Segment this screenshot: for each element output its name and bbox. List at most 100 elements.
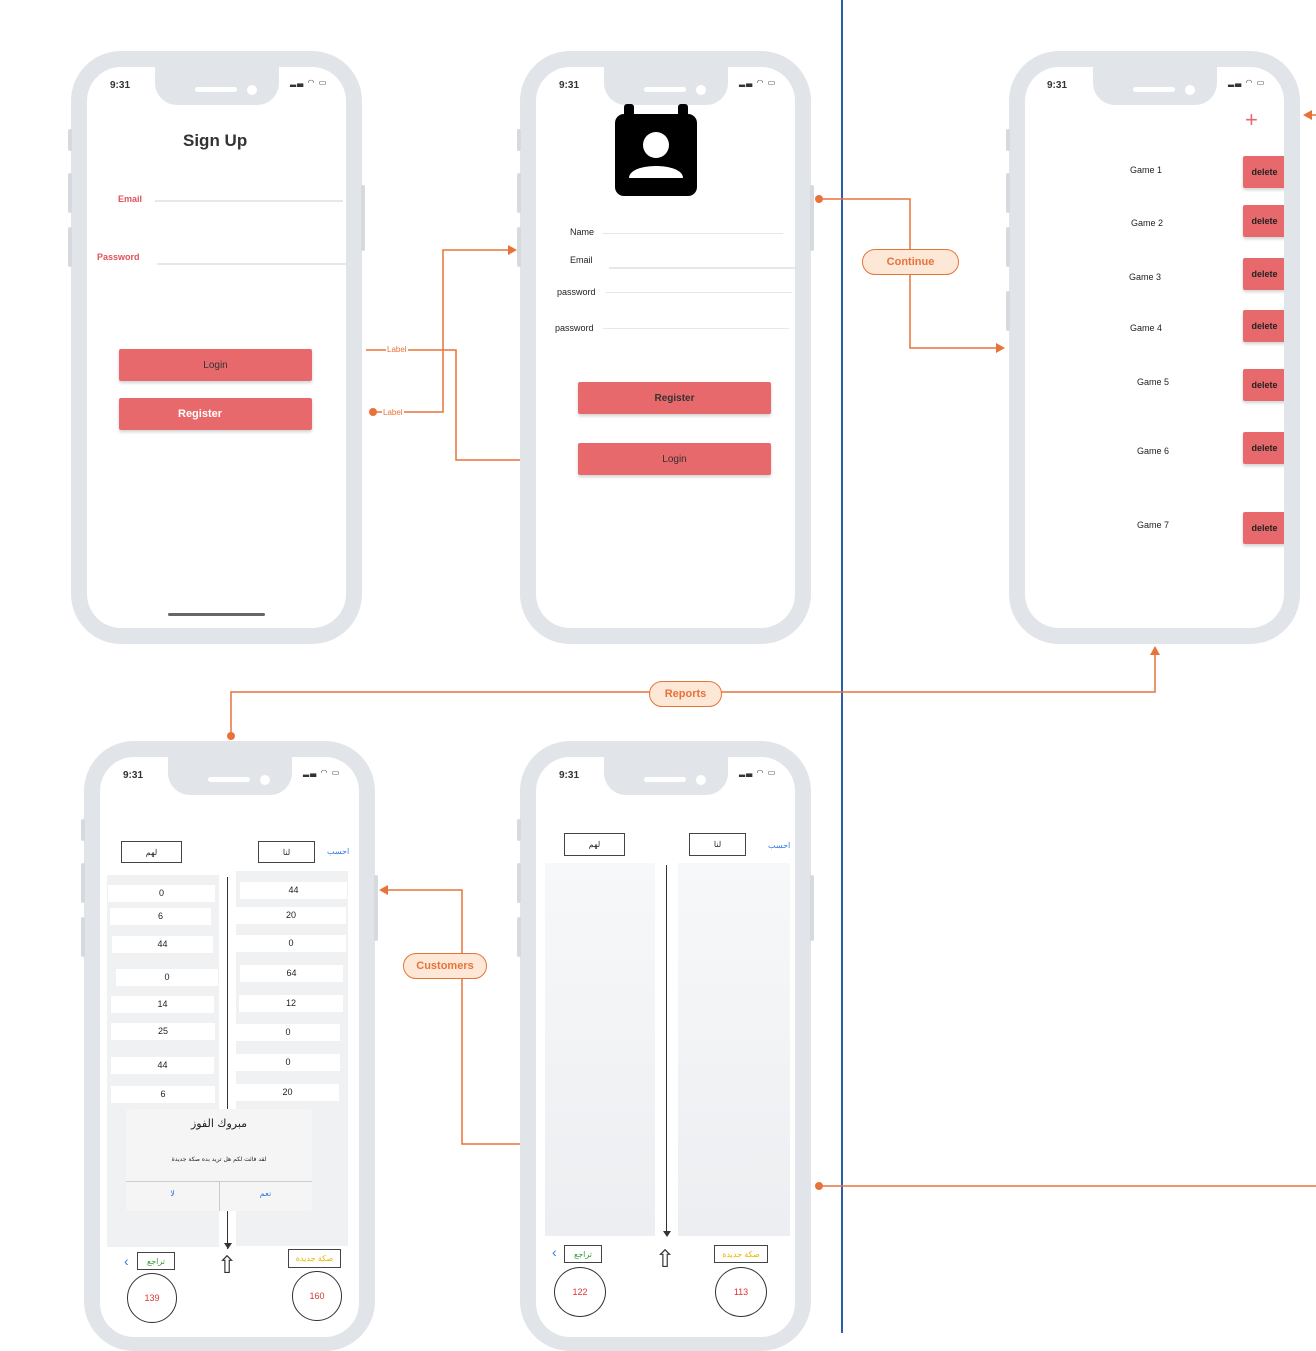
left-score-cell: 44	[112, 936, 213, 953]
password-label: password	[557, 287, 596, 297]
vertical-divider	[841, 0, 843, 1333]
game-label: Game 6	[1137, 446, 1170, 456]
phone-score-empty: 9:31 ▂▃ ◠ ▭ لهم لنا احسب ‹ تراجع ⇧ صكة ج…	[517, 741, 814, 1351]
email-label: Email	[570, 255, 593, 265]
connector-label-1: Label	[386, 345, 408, 354]
win-dialog: مبروك الفوز لقد فائت لكم هل تريد بده صكة…	[126, 1109, 312, 1211]
register-button[interactable]: Register	[578, 382, 771, 414]
back-chevron-icon[interactable]: ‹	[124, 1253, 129, 1269]
name-field[interactable]	[602, 233, 783, 234]
status-icons: ▂▃ ◠ ▭	[1228, 78, 1266, 87]
delete-button[interactable]: delete	[1243, 432, 1284, 464]
game-label: Game 2	[1131, 218, 1164, 228]
phone-signup: 9:31 ▂▃ ◠ ▭ Sign Up Email Password Login…	[68, 51, 365, 644]
right-total-circle: 113	[715, 1267, 767, 1317]
game-label: Game 1	[1130, 165, 1163, 175]
status-icons: ▂▃ ◠ ▭	[739, 768, 777, 777]
reports-connector-pill[interactable]: Reports	[649, 681, 722, 707]
status-time: 9:31	[559, 80, 580, 91]
left-total-circle: 139	[127, 1273, 177, 1323]
right-total-circle: 160	[292, 1271, 342, 1321]
status-time: 9:31	[110, 80, 131, 91]
right-score-cell: 0	[236, 1024, 340, 1041]
delete-button[interactable]: delete	[1243, 156, 1284, 188]
delete-button[interactable]: delete	[1243, 369, 1284, 401]
left-total-circle: 122	[554, 1267, 606, 1317]
confirm-password-label: password	[555, 323, 594, 333]
left-column	[545, 863, 655, 1236]
undo-button[interactable]: تراجع	[137, 1252, 175, 1270]
password-label: Password	[97, 252, 140, 262]
games-screen: 9:31 ▂▃ ◠ ▭ + Game 1 delete Game 2 delet…	[1025, 67, 1284, 628]
new-round-button[interactable]: صكة جديدة	[714, 1245, 768, 1263]
right-score-cell: 20	[236, 907, 346, 924]
phone-games: 9:31 ▂▃ ◠ ▭ + Game 1 delete Game 2 delet…	[1006, 51, 1300, 644]
right-score-cell: 0	[236, 1054, 340, 1071]
right-score-cell: 0	[236, 935, 346, 952]
game-label: Game 3	[1129, 272, 1162, 282]
confirm-password-field[interactable]	[603, 328, 789, 329]
game-label: Game 4	[1130, 323, 1163, 333]
left-score-cell: 44	[111, 1057, 214, 1074]
right-column	[678, 863, 790, 1236]
register-button[interactable]: Register	[119, 398, 312, 430]
password-field[interactable]	[157, 263, 346, 265]
up-arrow-icon[interactable]: ⇧	[217, 1252, 238, 1279]
dialog-title: مبروك الفوز	[190, 1117, 248, 1130]
undo-button[interactable]: تراجع	[564, 1245, 602, 1263]
us-header: لنا	[689, 833, 746, 856]
password-field[interactable]	[606, 292, 792, 293]
delete-button[interactable]: delete	[1243, 310, 1284, 342]
home-indicator	[168, 613, 265, 616]
login-button[interactable]: Login	[119, 349, 312, 381]
score-empty-screen: 9:31 ▂▃ ◠ ▭ لهم لنا احسب ‹ تراجع ⇧ صكة ج…	[536, 757, 795, 1337]
continue-connector-pill[interactable]: Continue	[862, 249, 959, 275]
email-field[interactable]	[609, 267, 795, 269]
customers-connector-pill[interactable]: Customers	[403, 953, 487, 979]
left-score-cell: 0	[116, 969, 218, 986]
center-arrow-line	[227, 877, 228, 1249]
page-title: Sign Up	[183, 131, 248, 150]
up-arrow-icon[interactable]: ⇧	[655, 1246, 676, 1273]
new-round-button[interactable]: صكة جديدة	[288, 1249, 341, 1268]
contact-card-icon	[615, 104, 697, 196]
right-score-cell: 20	[236, 1084, 339, 1101]
them-header: لهم	[121, 841, 182, 863]
game-label: Game 5	[1137, 377, 1170, 387]
them-header: لهم	[564, 833, 625, 856]
status-time: 9:31	[1047, 80, 1068, 91]
back-chevron-icon[interactable]: ‹	[552, 1244, 557, 1260]
left-score-cell: 6	[110, 908, 211, 925]
dialog-no-button[interactable]: لا	[170, 1189, 175, 1198]
left-score-cell: 0	[108, 885, 215, 902]
center-arrow-line	[666, 865, 667, 1233]
phone-register: 9:31 ▂▃ ◠ ▭ Name Email password password…	[517, 51, 814, 644]
delete-button[interactable]: delete	[1243, 205, 1284, 237]
calculate-link[interactable]: احسب	[768, 841, 791, 850]
add-game-icon[interactable]: +	[1245, 107, 1258, 132]
status-icons: ▂▃ ◠ ▭	[290, 78, 328, 87]
game-label: Game 7	[1137, 520, 1170, 530]
left-score-cell: 25	[111, 1023, 215, 1040]
status-time: 9:31	[559, 770, 580, 781]
name-label: Name	[570, 227, 595, 237]
signup-screen: 9:31 ▂▃ ◠ ▭ Sign Up Email Password Login…	[87, 67, 346, 628]
email-field[interactable]	[155, 200, 343, 202]
status-time: 9:31	[123, 770, 144, 781]
register-screen: 9:31 ▂▃ ◠ ▭ Name Email password password…	[536, 67, 795, 628]
calculate-link[interactable]: احسب	[327, 847, 350, 856]
score-dialog-screen: 9:31 ▂▃ ◠ ▭ لهم لنا احسب 0 6 44 0 14 25 …	[100, 757, 359, 1337]
delete-button[interactable]: delete	[1243, 258, 1284, 290]
delete-button[interactable]: delete	[1243, 512, 1284, 544]
status-icons: ▂▃ ◠ ▭	[739, 78, 777, 87]
left-score-cell: 14	[111, 996, 214, 1013]
connector-label-2: Label	[382, 408, 404, 417]
left-score-cell: 6	[111, 1086, 215, 1103]
right-score-cell: 64	[240, 965, 343, 982]
us-header: لنا	[258, 841, 315, 863]
login-button[interactable]: Login	[578, 443, 771, 475]
phone-score-dialog: 9:31 ▂▃ ◠ ▭ لهم لنا احسب 0 6 44 0 14 25 …	[81, 741, 378, 1351]
dialog-message: لقد فائت لكم هل تريد بده صكة جديدة	[171, 1156, 267, 1163]
dialog-yes-button[interactable]: نعم	[259, 1189, 272, 1198]
right-score-cell: 44	[240, 882, 347, 899]
